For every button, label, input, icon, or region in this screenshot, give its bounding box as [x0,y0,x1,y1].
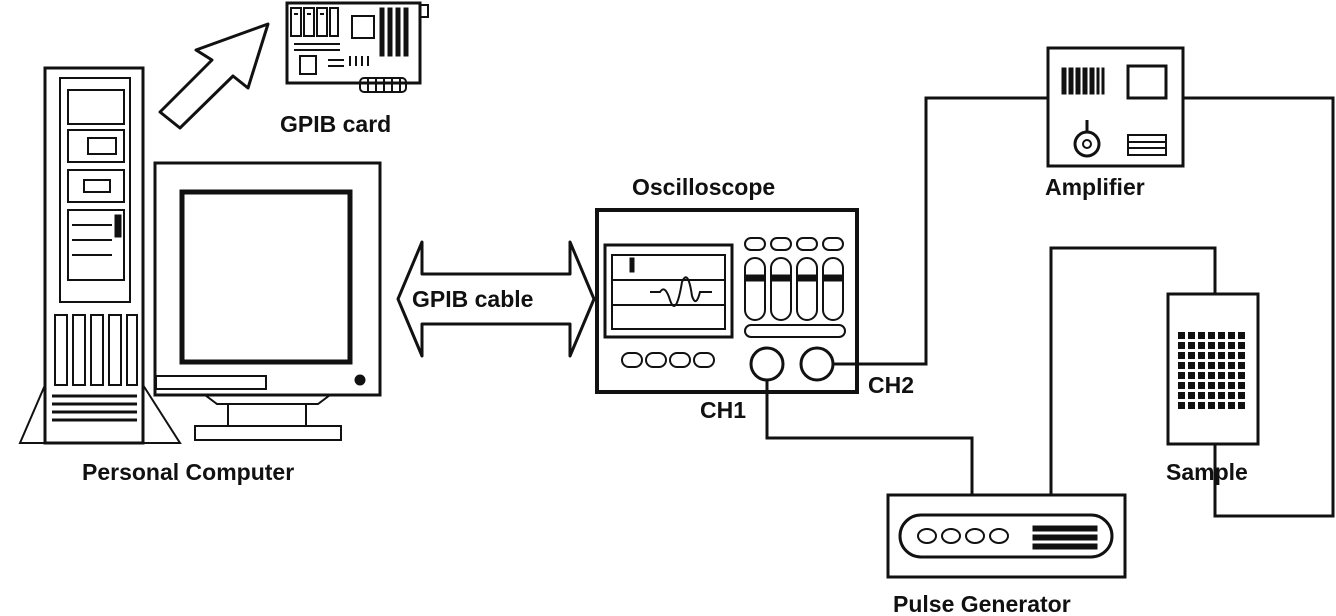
sample-cell [1178,362,1185,369]
sample-cell [1228,352,1235,359]
sample-cell [1238,342,1245,349]
sample-cell [1218,402,1225,409]
gpib-cable-arrow-icon [396,240,596,358]
sample-cell [1238,392,1245,399]
upgrade-arrow-icon [158,22,270,130]
computer-tower-icon [18,66,182,445]
sample-cell [1178,332,1185,339]
sample-cell [1188,342,1195,349]
sample-cell [1238,332,1245,339]
sample-cell [1188,362,1195,369]
sample-cell [1178,402,1185,409]
monitor-icon [153,161,382,441]
sample-cell [1198,372,1205,379]
wire-pulse-generator-sample [1049,246,1217,495]
gpib-card-label: GPIB card [280,111,391,137]
amplifier-icon [1046,46,1185,168]
sample-cell [1218,352,1225,359]
ch1-label: CH1 [700,397,746,423]
sample-cell [1198,392,1205,399]
wire-ch2-amplifier [833,96,1048,366]
sample-cell [1198,332,1205,339]
sample-cell [1228,372,1235,379]
sample-label: Sample [1166,459,1248,485]
sample-cell [1228,342,1235,349]
personal-computer-label: Personal Computer [82,459,294,485]
pulse-generator-icon [886,493,1127,579]
sample-cell [1178,382,1185,389]
sample-cell [1198,362,1205,369]
sample-icon [1166,292,1260,446]
sample-cell [1218,382,1225,389]
sample-cell [1208,352,1215,359]
sample-cell [1208,362,1215,369]
sample-cell [1238,382,1245,389]
connection-wires [765,96,1335,518]
ch2-label: CH2 [868,372,914,398]
sample-cell [1208,392,1215,399]
amplifier-label: Amplifier [1045,174,1145,200]
sample-cell [1198,402,1205,409]
gpib-card-icon [285,1,429,93]
oscilloscope-label: Oscilloscope [632,174,775,200]
sample-cell [1228,402,1235,409]
sample-cell [1228,392,1235,399]
sample-cell [1198,342,1205,349]
sample-cell [1178,342,1185,349]
wire-amplifier-sample [1183,96,1335,518]
sample-cell [1218,332,1225,339]
sample-cell [1218,372,1225,379]
sample-cell [1208,402,1215,409]
sample-cell [1208,332,1215,339]
sample-cell [1188,352,1195,359]
sample-cell [1238,372,1245,379]
sample-cell [1218,392,1225,399]
sample-cell [1188,382,1195,389]
sample-cell [1238,402,1245,409]
sample-cell [1178,352,1185,359]
sample-cell [1228,382,1235,389]
sample-cell [1208,382,1215,389]
sample-cell [1178,372,1185,379]
sample-cell [1178,392,1185,399]
sample-cell [1198,352,1205,359]
sample-cell [1228,362,1235,369]
sample-cell [1238,362,1245,369]
sample-cell [1188,392,1195,399]
sample-cell [1218,342,1225,349]
wire-ch1-pulse-generator [765,380,974,495]
sample-cell [1208,342,1215,349]
sample-cell [1188,372,1195,379]
pulse-generator-label: Pulse Generator [893,591,1071,616]
sample-cell [1198,382,1205,389]
sample-cell [1188,332,1195,339]
sample-cell [1228,332,1235,339]
sample-cell [1208,372,1215,379]
gpib-cable-label: GPIB cable [412,286,533,312]
sample-cell [1238,352,1245,359]
oscilloscope-icon [595,208,859,394]
sample-cell [1188,402,1195,409]
sample-cell [1218,362,1225,369]
